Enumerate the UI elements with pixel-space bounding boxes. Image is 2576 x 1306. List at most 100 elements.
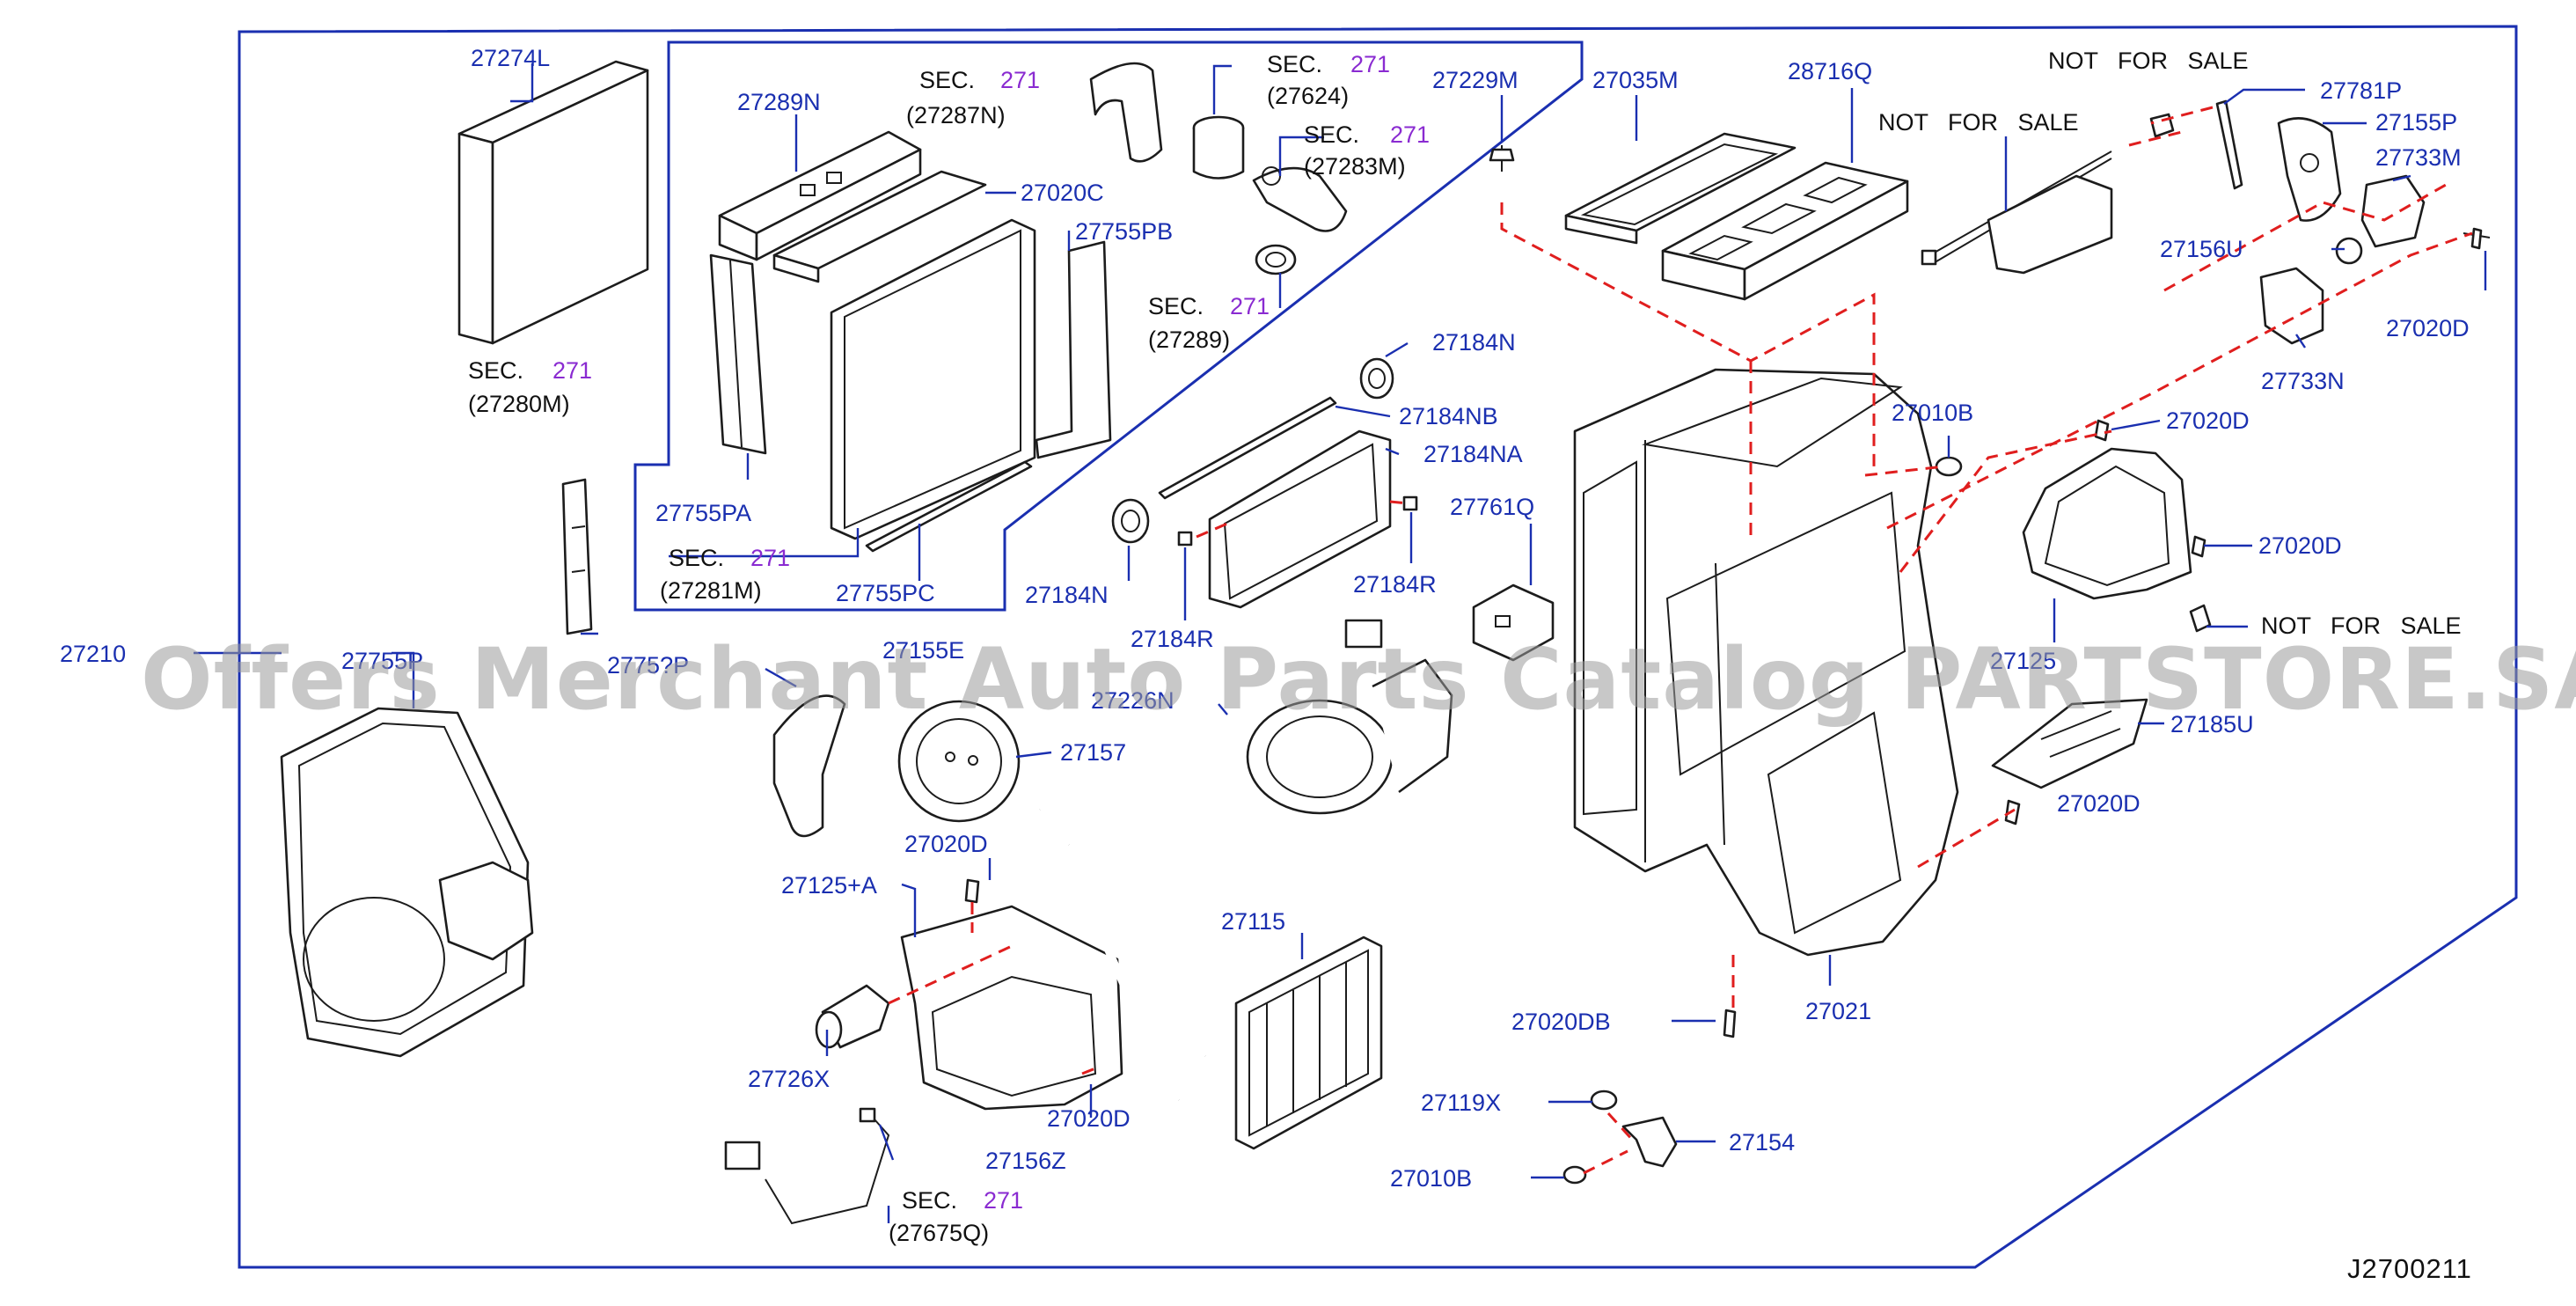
label-27020D-case[interactable]: 27020D <box>2057 790 2141 817</box>
vent-27185U <box>1991 698 2148 789</box>
label-2775xP[interactable]: 2775?P <box>607 652 689 679</box>
svg-text:271: 271 <box>1230 293 1270 319</box>
actuator-27733M <box>2335 174 2426 265</box>
label-27229M[interactable]: 27229M <box>1432 67 1519 93</box>
label-27184NA[interactable]: 27184NA <box>1423 441 1523 467</box>
not-for-sale-note-1: NOT FOR SALE <box>2048 48 2249 74</box>
label-27755PB[interactable]: 27755PB <box>1075 218 1173 245</box>
label-27155E[interactable]: 27155E <box>882 637 964 664</box>
seal-27035M <box>1564 132 1797 245</box>
svg-text:271: 271 <box>1390 121 1430 148</box>
label-27010B-bottom[interactable]: 27010B <box>1390 1165 1472 1192</box>
label-27125[interactable]: 27125 <box>1990 648 2056 674</box>
sec-ref-27675Q[interactable]: SEC. 271 (27675Q) <box>889 1187 1023 1246</box>
grommet-27289 <box>1255 244 1297 275</box>
label-27021[interactable]: 27021 <box>1805 998 1871 1024</box>
label-27781P[interactable]: 27781P <box>2320 77 2402 104</box>
sec-ref-27281M[interactable]: SEC. 271 (27281M) <box>660 545 790 604</box>
shaft-27184NB <box>1158 396 1337 500</box>
label-27184N-top[interactable]: 27184N <box>1432 329 1516 356</box>
label-27184NB[interactable]: 27184NB <box>1399 403 1498 429</box>
diagram-ref-code: J2700211 <box>2347 1253 2472 1284</box>
heater-core-27115 <box>1234 935 1383 1150</box>
svg-text:SEC.: SEC. <box>1304 121 1359 148</box>
not-for-sale-note-3: NOT FOR SALE <box>2261 613 2462 639</box>
label-27119X[interactable]: 27119X <box>1421 1090 1501 1116</box>
lever-27155E <box>772 694 846 838</box>
label-27184R-right[interactable]: 27184R <box>1353 571 1437 598</box>
label-27020D-top-right[interactable]: 27020D <box>2386 315 2470 341</box>
label-27184N-bottom[interactable]: 27184N <box>1025 582 1109 608</box>
label-27035M[interactable]: 27035M <box>1592 67 1679 93</box>
svg-text:SEC.: SEC. <box>669 545 724 571</box>
label-27185U[interactable]: 27185U <box>2170 711 2254 737</box>
gear-27184N-top <box>1359 357 1394 400</box>
not-for-sale-note-2: NOT FOR SALE <box>1878 109 2079 136</box>
label-27125A[interactable]: 27125+A <box>781 872 877 899</box>
motor-27157 <box>897 700 1021 823</box>
label-27755PA[interactable]: 27755PA <box>655 500 751 526</box>
label-27733N[interactable]: 27733N <box>2261 368 2345 394</box>
label-27155P[interactable]: 27155P <box>2375 109 2457 136</box>
label-27156Z[interactable]: 27156Z <box>985 1148 1066 1174</box>
intake-unit-27210 <box>280 707 534 1058</box>
label-27154[interactable]: 27154 <box>1729 1129 1795 1156</box>
sec-ref-27287N[interactable]: SEC. 271 (27287N) <box>906 67 1040 128</box>
sec-ref-27289[interactable]: SEC. 271 (27289) <box>1148 293 1270 353</box>
label-27115[interactable]: 27115 <box>1221 908 1285 935</box>
sec-ref-27624[interactable]: SEC. 271 (27624) <box>1267 51 1390 109</box>
svg-text:SEC.: SEC. <box>919 67 975 93</box>
svg-text:SEC.: SEC. <box>1267 51 1322 77</box>
rod-27781P <box>2215 99 2243 190</box>
label-27157[interactable]: 27157 <box>1060 739 1126 766</box>
screw-27020D-c <box>2191 535 2206 558</box>
label-27020D-bottom[interactable]: 27020D <box>1047 1105 1131 1132</box>
svg-text:SEC.: SEC. <box>902 1187 957 1214</box>
aspirator-27726X <box>815 984 890 1049</box>
label-27020D-left[interactable]: 27020D <box>904 831 988 857</box>
label-27020D-right-2[interactable]: 27020D <box>2258 532 2342 559</box>
label-27020C[interactable]: 27020C <box>1021 180 1104 206</box>
svg-text:271: 271 <box>1000 67 1040 93</box>
evap-thermistor-27287N <box>1089 62 1163 163</box>
blower-motor-27226N <box>1246 619 1453 815</box>
evaporator-core <box>830 218 1036 540</box>
label-28716Q[interactable]: 28716Q <box>1788 58 1872 84</box>
screw-27229M <box>1489 145 1515 172</box>
screw-27020DB <box>1723 1009 1737 1038</box>
duct-27125 <box>2022 447 2192 600</box>
label-27726X[interactable]: 27726X <box>748 1066 830 1092</box>
sec-ref-27280M[interactable]: SEC. 271 (27280M) <box>468 357 592 417</box>
module-frame <box>633 40 1584 612</box>
svg-text:271: 271 <box>750 545 790 571</box>
resistor-27761Q <box>1472 583 1555 662</box>
label-27274L[interactable]: 27274L <box>471 45 550 71</box>
seal-27755P <box>561 478 593 635</box>
screw-27020D-top-right <box>2463 227 2491 250</box>
label-27010B-top[interactable]: 27010B <box>1892 400 1973 426</box>
label-27733M[interactable]: 27733M <box>2375 144 2462 171</box>
label-27020DB[interactable]: 27020DB <box>1511 1009 1611 1035</box>
svg-text:SEC.: SEC. <box>1148 293 1204 319</box>
cover-27289N <box>718 130 922 261</box>
label-27210[interactable]: 27210 <box>60 641 126 667</box>
sec-ref-27283M[interactable]: SEC. 271 (27283M) <box>1304 121 1430 180</box>
label-27020D-right-1[interactable]: 27020D <box>2166 407 2250 434</box>
clip-27119X <box>1590 1090 1618 1111</box>
label-27226N[interactable]: 27226N <box>1091 687 1175 714</box>
label-27289N[interactable]: 27289N <box>737 89 821 115</box>
svg-text:271: 271 <box>1350 51 1390 77</box>
diagram-frame <box>238 25 2518 1269</box>
duct-27125A <box>900 905 1123 1111</box>
label-27156U[interactable]: 27156U <box>2160 236 2243 262</box>
watermark: Offers Merchant Auto Parts Catalog PARTS… <box>141 630 2576 729</box>
leader-lines <box>194 63 2487 1223</box>
seal-27755PC <box>865 460 1033 553</box>
label-27755PC[interactable]: 27755PC <box>836 580 935 606</box>
bushing-27184R-b <box>1402 495 1418 511</box>
label-27761Q[interactable]: 27761Q <box>1450 494 1534 520</box>
label-27184R-left[interactable]: 27184R <box>1131 626 1214 652</box>
svg-text:SEC.: SEC. <box>468 357 523 384</box>
sensor-27156Z <box>724 1107 890 1225</box>
label-27755P-left[interactable]: 27755P <box>341 648 423 674</box>
